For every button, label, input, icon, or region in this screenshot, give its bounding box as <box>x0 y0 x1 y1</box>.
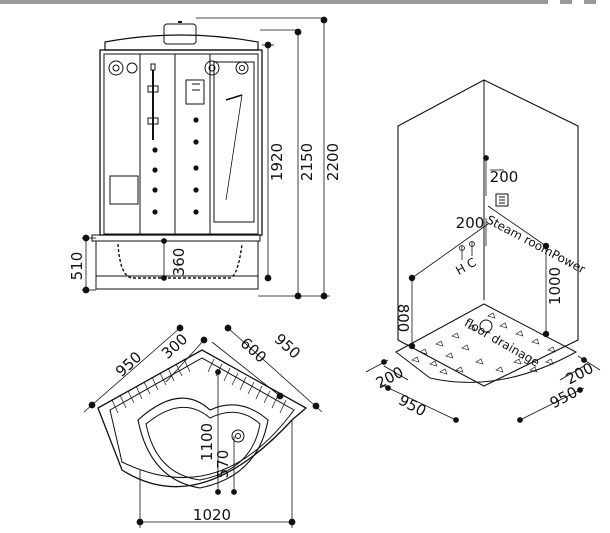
dim-depth: 1100 <box>198 423 216 461</box>
dim-upper-height: 2150 <box>298 143 316 181</box>
dim-power-height: 200 <box>456 214 485 232</box>
dim-water-height: 800 <box>394 304 412 333</box>
install-view: 200 200 H C Steam roomPower 1000 800 flo… <box>365 79 601 423</box>
hatch-left <box>111 358 191 414</box>
label-steam-room-power: Steam roomPower <box>484 212 588 276</box>
dim-wall-height: 1000 <box>546 267 564 305</box>
dim-tray-height: 510 <box>68 252 86 281</box>
dim-install-right-side: 950 <box>547 383 581 412</box>
dim-left-side: 950 <box>112 348 145 381</box>
dim-right-offset: 200 <box>563 359 597 388</box>
dim-cabin-height: 1920 <box>268 143 286 181</box>
hatch-right <box>207 358 287 414</box>
dim-right-side: 950 <box>271 330 304 363</box>
front-view: 1920 2150 2200 510 360 <box>68 16 342 300</box>
dim-width: 1020 <box>193 506 231 524</box>
front-dim-lines <box>82 16 330 300</box>
top-view: 950 300 950 600 1100 570 1020 <box>83 324 323 528</box>
label-hot-cold: H C <box>453 255 478 278</box>
top-dim-lines <box>83 324 323 528</box>
dim-tray-depth: 360 <box>170 248 188 277</box>
label-floor-drainage: floor drainage <box>462 315 542 369</box>
floor-texture <box>411 312 556 375</box>
install-dim-lines <box>365 155 601 423</box>
dim-left-inner: 300 <box>158 330 191 363</box>
dim-total-height: 2200 <box>324 143 342 181</box>
dim-drain-offset: 570 <box>214 450 232 479</box>
dim-steam-height: 200 <box>490 168 519 186</box>
dim-install-left-side: 950 <box>395 391 429 420</box>
dim-right-inner: 600 <box>237 334 270 367</box>
top-border <box>0 0 596 4</box>
